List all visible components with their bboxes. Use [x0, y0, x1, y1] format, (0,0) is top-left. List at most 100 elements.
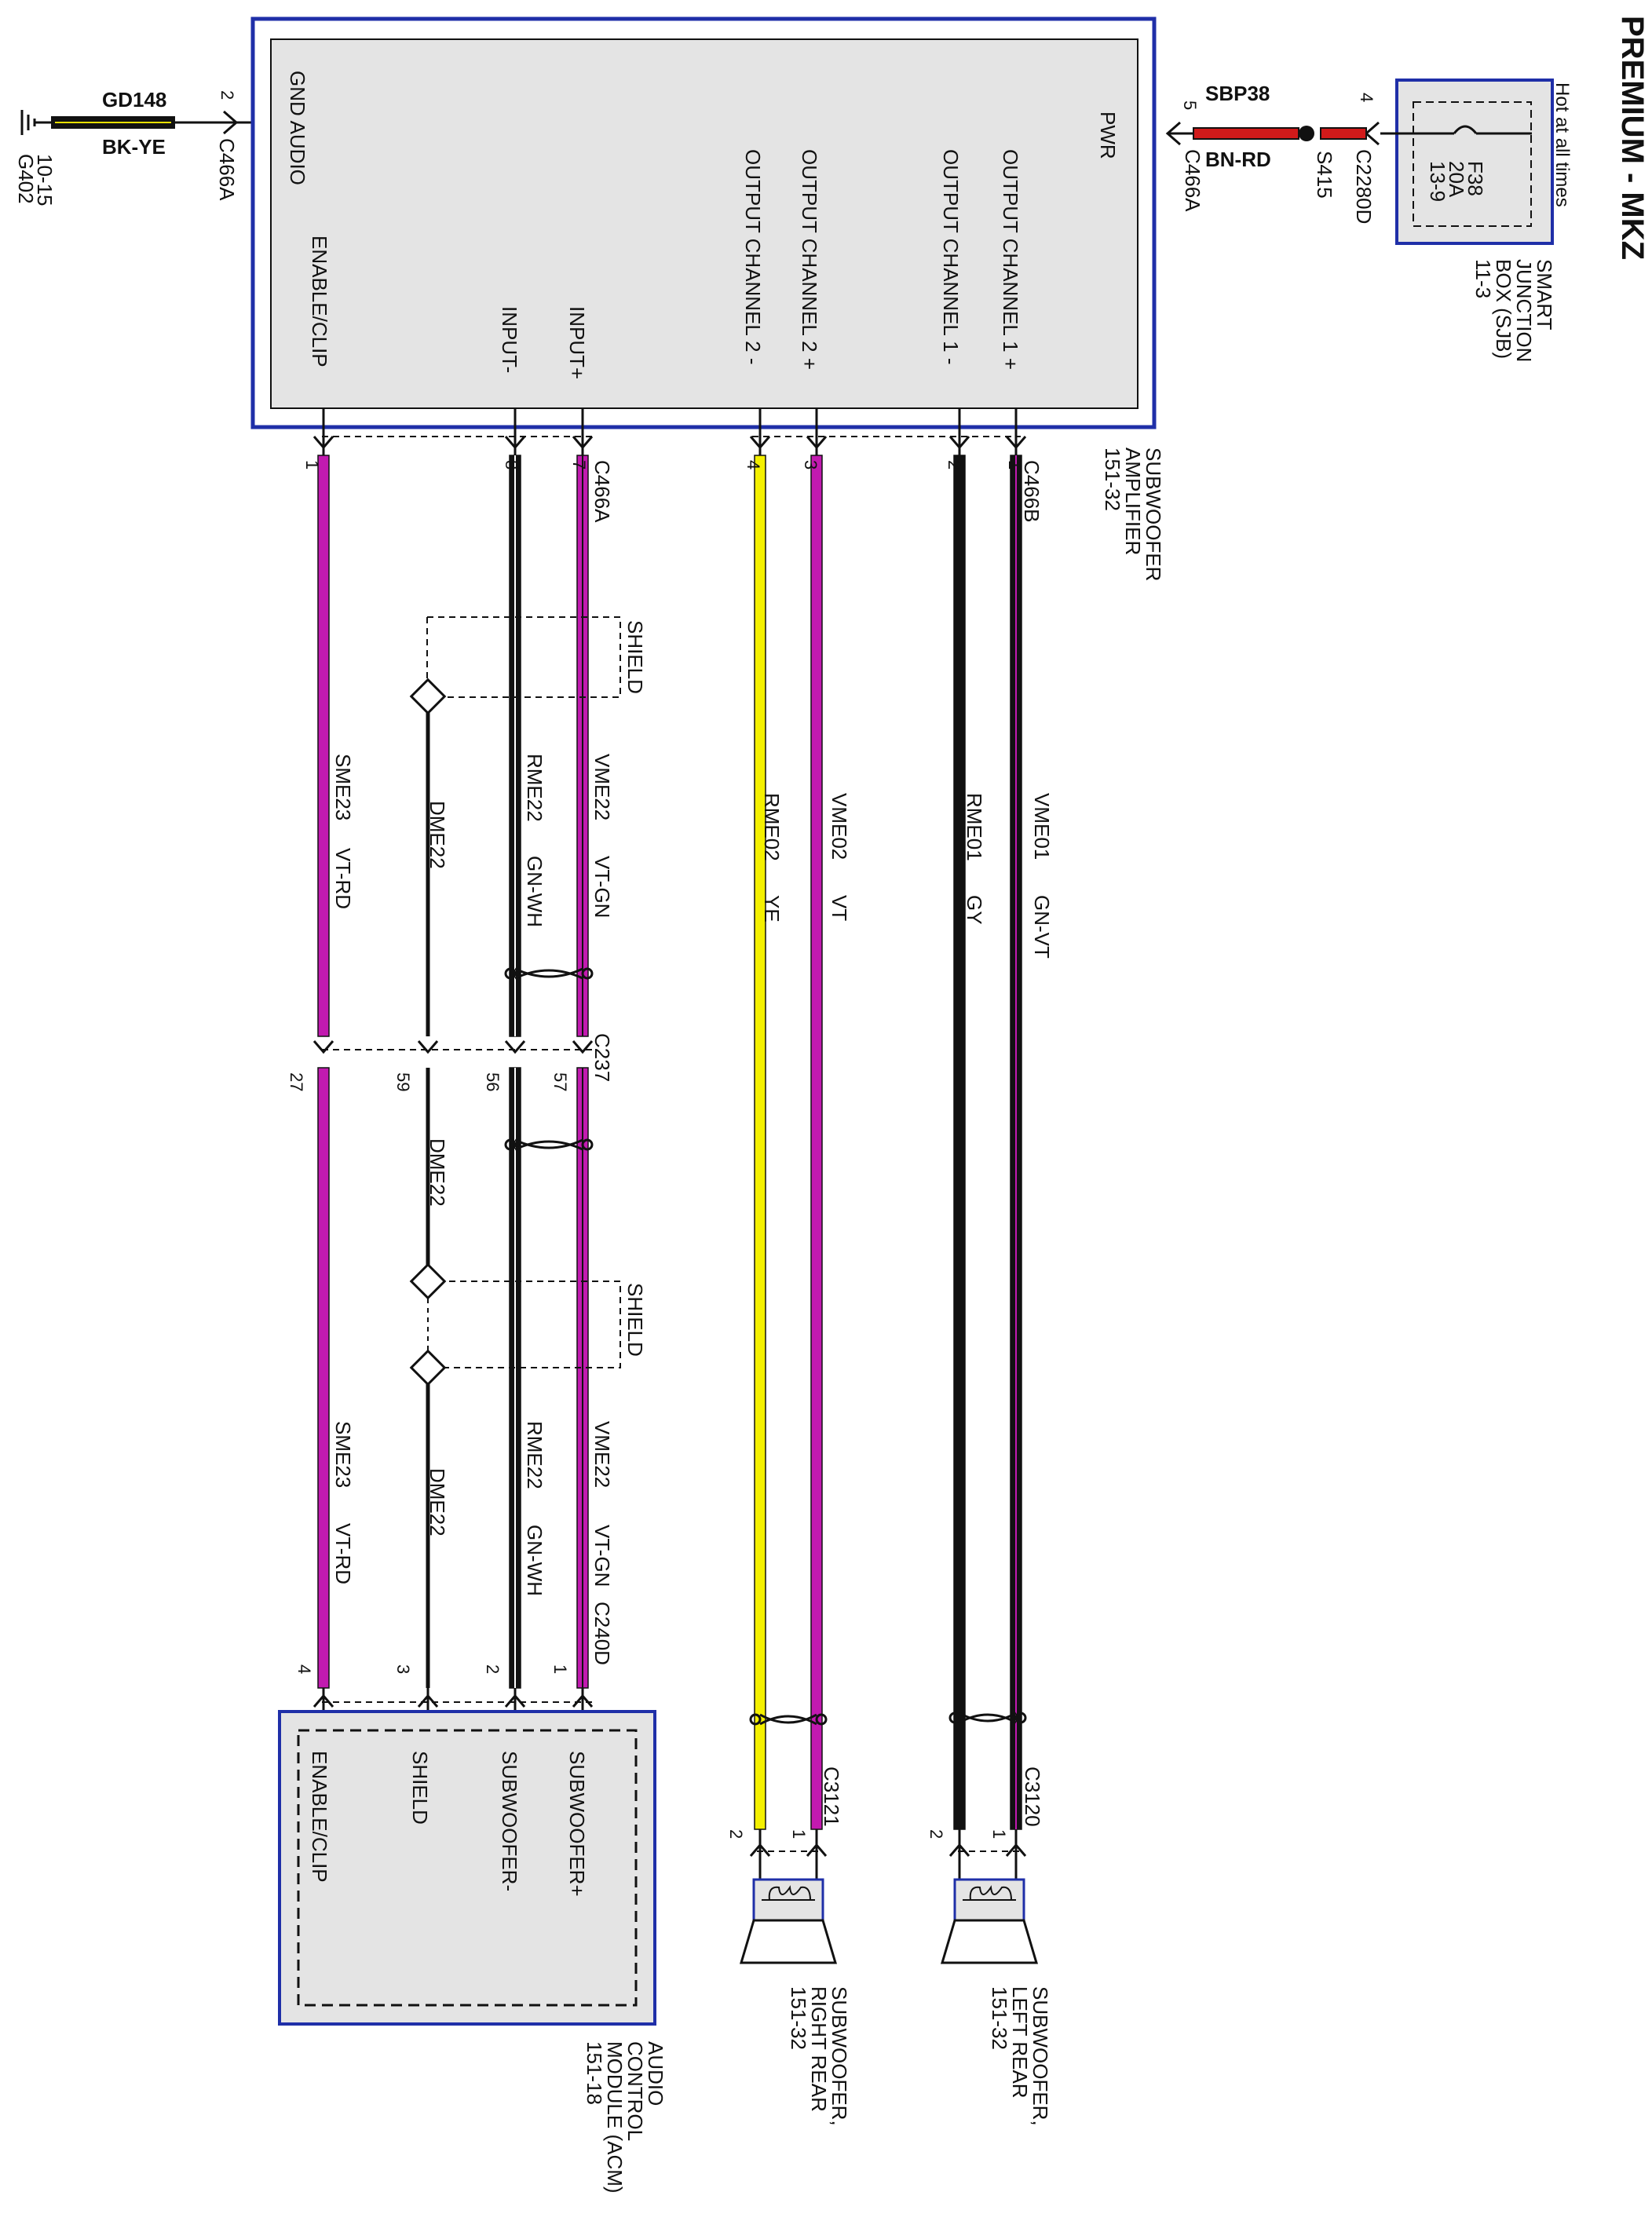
- amp-name-line-3: 151-32: [1101, 448, 1124, 511]
- diagram-title: PREMIUM - MKZ: [1615, 16, 1650, 260]
- rme01-color: GY: [963, 895, 986, 925]
- connector-arrow-icon: [1005, 1843, 1027, 1857]
- twisted-pair-icon: [759, 1713, 817, 1726]
- connector-arrow-icon: [948, 436, 970, 450]
- gnd-pin: 2: [217, 90, 237, 100]
- rme02-color: YE: [760, 895, 784, 922]
- amp-pin-out2m: OUTPUT CHANNEL 2 -: [741, 149, 765, 365]
- sjb-name-line-4: 11-3: [1471, 259, 1495, 298]
- pin-c237-56: 56: [483, 1072, 503, 1091]
- c3121-label: C3121: [820, 1766, 843, 1827]
- connector-arrow-icon: [504, 1693, 526, 1708]
- twisted-pair-icon-end: [749, 1713, 762, 1726]
- ground-circuit: GD148 BK-YE G402 10-15 2 C466A: [14, 88, 253, 206]
- shield-label-lower: SHIELD: [623, 1283, 647, 1357]
- connector-arrows: [312, 436, 1027, 1857]
- amp-name-line-2: AMPLIFIER: [1121, 448, 1145, 555]
- wire-rme02: [754, 455, 766, 1830]
- vme02-circuit: VME02: [828, 793, 851, 860]
- rme22-color-lower: GN-WH: [523, 1525, 546, 1596]
- sme23-color-upper: VT-RD: [331, 848, 355, 909]
- twisted-pair-icon: [514, 967, 583, 980]
- connector-arrow-icon: [1165, 121, 1181, 146]
- connector-arrow-icon: [504, 436, 526, 450]
- dme22-circuit-lower: DME22: [426, 1468, 449, 1536]
- pin-c3120-1: 1: [989, 1829, 1009, 1839]
- amp-pin-out1m: OUTPUT CHANNEL 1 -: [939, 149, 963, 365]
- pin-a8: 8: [502, 460, 521, 469]
- amp-pin-pwr: PWR: [1096, 111, 1120, 159]
- amp-pin-out1p: OUTPUT CHANNEL 1 +: [999, 149, 1022, 370]
- connector-arrow-icon: [417, 1693, 439, 1708]
- connector-arrow-icon: [948, 1843, 970, 1857]
- connector-arrow-icon: [504, 1040, 526, 1054]
- acm-pin-enable: ENABLE/CLIP: [308, 1751, 331, 1883]
- subwoofer-right-rear: SUBWOOFER, RIGHT REAR 151-32: [739, 1878, 851, 2126]
- power-feed: 4 C2280D S415 SBP38 BN-RD 5 C466A: [1165, 82, 1405, 224]
- pin-b2: 2: [945, 460, 964, 469]
- amp-connector-b: C466B: [1020, 460, 1043, 523]
- dme22-circuit-upper: DME22: [426, 801, 449, 869]
- acm-name-line-3: MODULE (ACM): [603, 2041, 627, 2194]
- amp-name-line-1: SUBWOOFER: [1142, 448, 1165, 581]
- gnd-connector-label: C466A: [215, 138, 239, 201]
- twisted-pair-icon-end: [504, 1138, 517, 1151]
- connector-arrow-icon: [572, 1693, 594, 1708]
- sjb-hot-label: Hot at all times: [1551, 82, 1573, 207]
- twisted-pair-icon-end: [815, 1713, 828, 1726]
- audio-control-module: SUBWOOFER+ SUBWOOFER- SHIELD ENABLE/CLIP…: [278, 1710, 667, 2194]
- subwoofer-left-rear: SUBWOOFER, LEFT REAR 151-32: [940, 1878, 1052, 2126]
- twisted-pair-icon-end: [948, 1712, 961, 1724]
- twisted-pair-icon-end: [504, 967, 517, 980]
- shield-drain-icon: [409, 1349, 447, 1386]
- rme22-circuit-upper: RME22: [523, 754, 546, 822]
- wire-rme01: [953, 455, 966, 1830]
- right-speaker-line-1: SUBWOOFER,: [828, 1986, 851, 2126]
- vme01-circuit: VME01: [1030, 793, 1054, 860]
- twisted-pair-icon: [514, 1138, 583, 1151]
- rme22-color-upper: GN-WH: [523, 856, 546, 927]
- speaker-cone-icon: [739, 1919, 838, 1964]
- left-speaker-line-2: LEFT REAR: [1008, 1986, 1032, 2099]
- shield-upper: SHIELD: [409, 616, 647, 715]
- gd148-circuit: GD148: [102, 88, 166, 111]
- amp-connector-a: C466A: [590, 460, 614, 523]
- connector-arrow-icon: [572, 436, 594, 450]
- sjb-connector-label: C2280D: [1352, 149, 1376, 224]
- sbp38-color: BN-RD: [1205, 148, 1271, 171]
- fuse-label-line-1: F38: [1464, 161, 1487, 196]
- rme22-circuit-lower: RME22: [523, 1421, 546, 1489]
- c3120-label: C3120: [1021, 1766, 1044, 1827]
- c240d-label: C240D: [590, 1602, 614, 1665]
- vme02-color: VT: [828, 895, 851, 921]
- amp-pin-inm: INPUT-: [498, 306, 521, 373]
- speaker-cone-icon: [940, 1919, 1039, 1964]
- smart-junction-box: Hot at all times SMART JUNCTION BOX (SJB…: [1395, 79, 1573, 362]
- vme01-color: GN-VT: [1030, 895, 1054, 959]
- pin-b4: 4: [744, 460, 763, 469]
- twisted-pair-icon-end: [581, 967, 594, 980]
- vme22-circuit-lower: VME22: [590, 1421, 614, 1488]
- pin-c240-2: 2: [483, 1664, 503, 1674]
- sjb-name-line-2: JUNCTION: [1512, 259, 1536, 362]
- connector-arrow-icon: [572, 1040, 594, 1054]
- amp-pin-out2p: OUTPUT CHANNEL 2 +: [798, 149, 821, 370]
- acm-pin-subp: SUBWOOFER+: [565, 1751, 589, 1897]
- subwoofer-amplifier: PWR GND AUDIO OUTPUT CHANNEL 1 + OUTPUT …: [250, 16, 1165, 581]
- pin-c237-59: 59: [393, 1072, 413, 1091]
- pin-b1: 1: [1005, 460, 1025, 469]
- pwr-connector-label: C466A: [1181, 149, 1204, 212]
- vme22-color-lower: VT-GN: [590, 1525, 614, 1587]
- right-speaker-line-2: RIGHT REAR: [807, 1986, 831, 2112]
- shield-drain-icon: [409, 1262, 447, 1300]
- sjb-name-line-1: SMART: [1533, 259, 1556, 331]
- wire-vme02: [810, 455, 823, 1830]
- wire-group: [317, 408, 1027, 1880]
- connector-arrow-icon: [749, 436, 771, 450]
- left-speaker-line-3: 151-32: [988, 1986, 1011, 2050]
- amp-pin-enable: ENABLE/CLIP: [308, 236, 331, 367]
- amp-pin-gnd: GND AUDIO: [286, 71, 309, 185]
- fuse-label-line-3: 13-9: [1426, 161, 1449, 202]
- twisted-pair-icon: [959, 1712, 1017, 1724]
